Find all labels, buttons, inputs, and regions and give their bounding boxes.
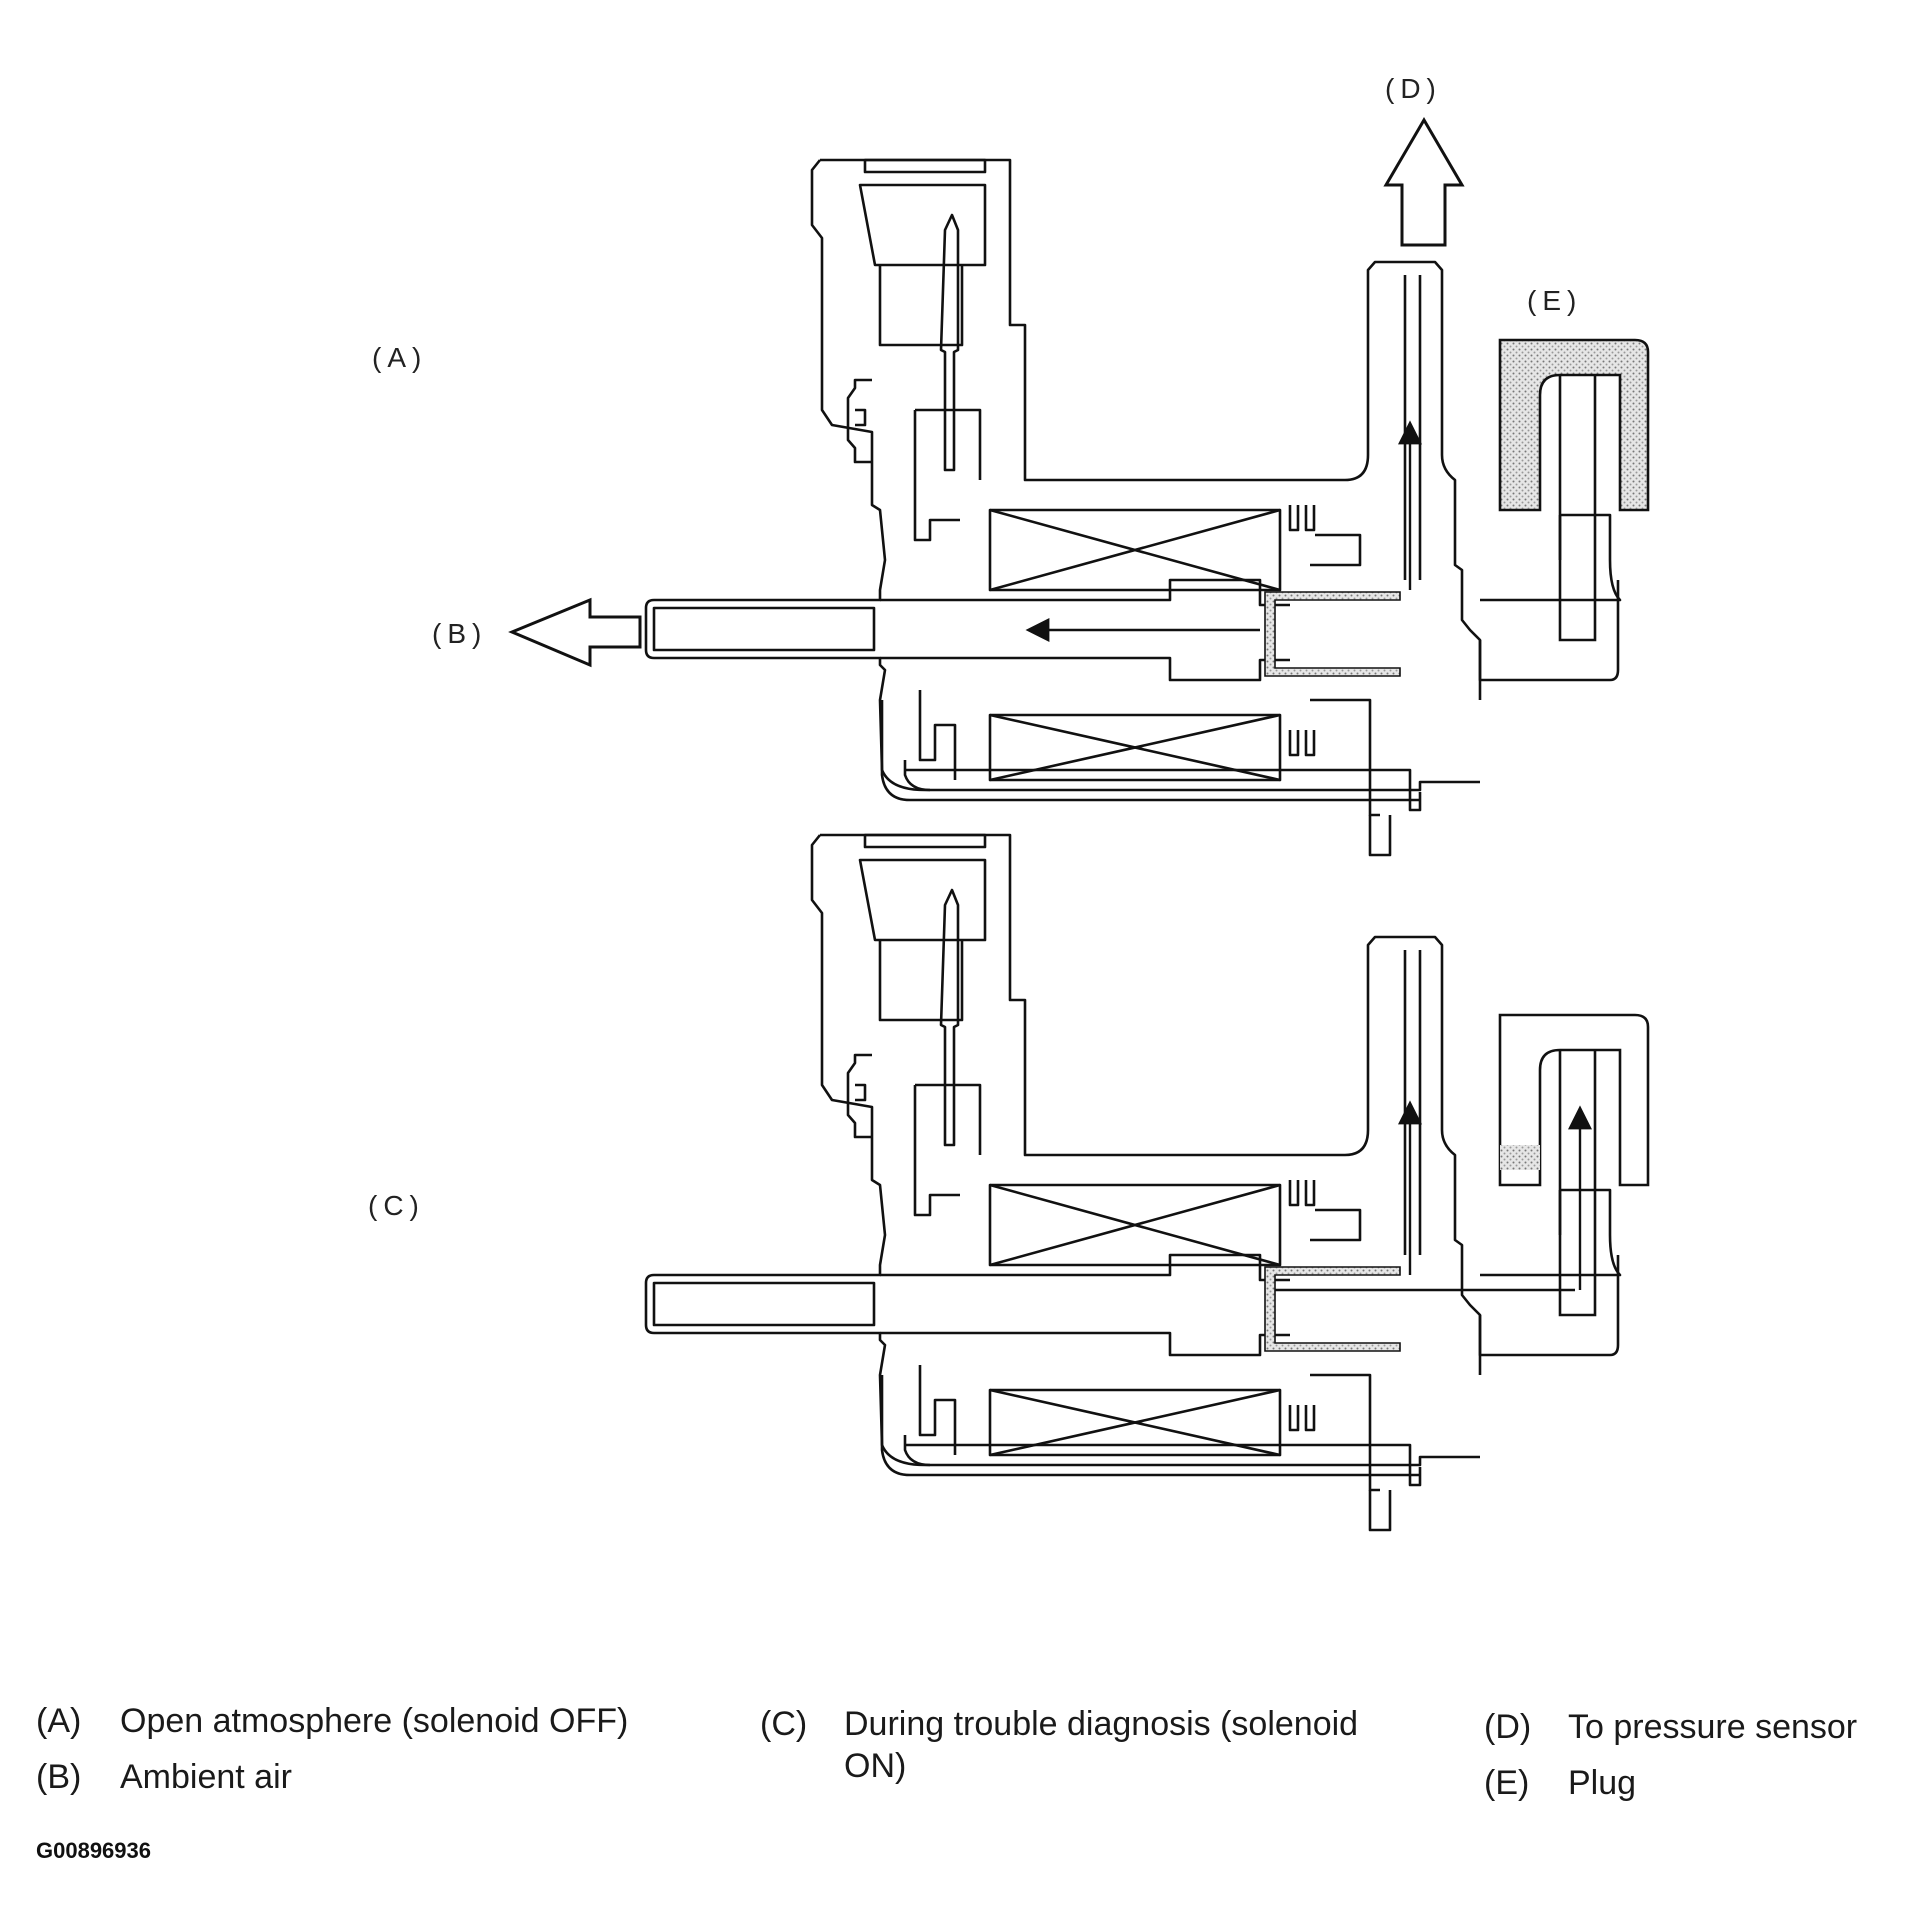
legend-item-b: (B) Ambient air: [36, 1756, 716, 1800]
legend-text: Open atmosphere (solenoid OFF): [120, 1702, 629, 1740]
label-b: (B): [432, 618, 487, 649]
label-c: (C): [368, 1190, 425, 1221]
label-e: (E): [1527, 285, 1582, 316]
label-d: (D): [1385, 73, 1442, 104]
arrow-to-pressure-sensor-a: [1383, 117, 1465, 247]
legend-item-e: (E) Plug: [1484, 1762, 1904, 1806]
legend-text: Plug: [1568, 1764, 1637, 1802]
legend-key: (D): [1484, 1708, 1532, 1746]
legend-text: Ambient air: [120, 1758, 292, 1796]
diagram-c-valve: [644, 833, 1650, 1532]
legend-item-c: (C) During trouble diagnosis (solenoid O…: [760, 1703, 1440, 1793]
label-a: (A): [372, 342, 427, 373]
legend-key: (E): [1484, 1764, 1530, 1802]
arrow-ambient-air: [508, 597, 642, 668]
legend-key: (B): [36, 1758, 82, 1796]
legend-key: (A): [36, 1702, 82, 1740]
legend-key: (C): [760, 1705, 808, 1743]
legend-item-d: (D) To pressure sensor: [1484, 1706, 1904, 1750]
legend-text: During trouble diagnosis (solenoid ON): [844, 1705, 1359, 1785]
legend-item-a: (A) Open atmosphere (solenoid OFF): [36, 1700, 716, 1744]
legend-text: To pressure sensor: [1568, 1708, 1858, 1746]
figure-id: G00896936: [36, 1838, 151, 1863]
diagram-a-valve: [508, 117, 1650, 857]
